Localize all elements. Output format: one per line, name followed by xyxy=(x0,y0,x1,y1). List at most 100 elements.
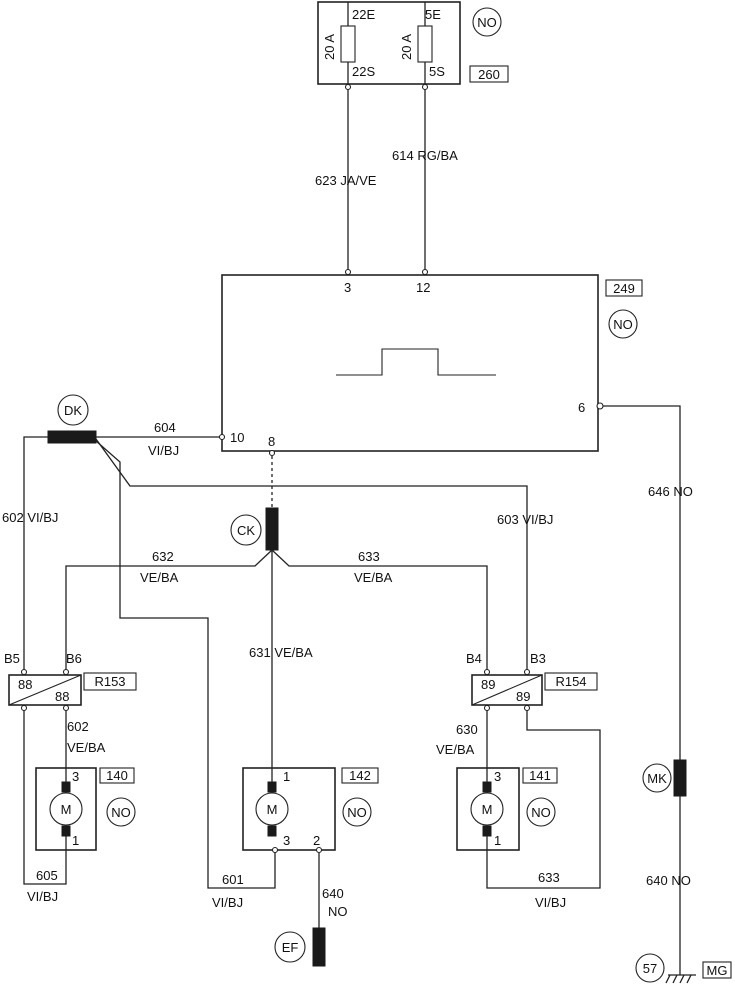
fuse2-out-pin: 5S xyxy=(429,64,445,79)
ecu-ref: 249 xyxy=(613,281,635,296)
motor-140-terminal xyxy=(61,825,71,837)
motor-140-ref: 140 xyxy=(106,768,128,783)
pin-dot xyxy=(268,449,276,457)
ground-tag-box xyxy=(702,961,732,979)
wire-602-vibj-label: 602 VI/BJ xyxy=(2,510,58,525)
wire-605-num: 605 xyxy=(36,868,58,883)
ecu-pin-8: 8 xyxy=(268,434,275,449)
motor-142-ref-tag xyxy=(341,767,379,784)
motor-141-ref: 141 xyxy=(529,768,551,783)
wire-633-color: VE/BA xyxy=(354,570,393,585)
relay-r154: B4 B3 89 89 R154 xyxy=(466,651,598,712)
fuse-box-color-circle xyxy=(472,7,502,37)
fuse2-in-pin: 5E xyxy=(425,7,441,22)
pin-dot xyxy=(483,704,491,712)
motor-142-symbol: M xyxy=(267,802,278,817)
motor-140-pin-top: 3 xyxy=(72,769,79,784)
pin-dot xyxy=(421,268,429,276)
ecu-outline xyxy=(221,274,599,452)
motor-142-terminal xyxy=(267,825,277,837)
ef-label-circle xyxy=(274,931,306,963)
motor-142-ref: 142 xyxy=(349,768,371,783)
wire-630-color: VE/BA xyxy=(436,742,475,757)
fuse-box-color: NO xyxy=(477,15,497,30)
fuse-box: 22E 5E 20 A 20 A 22S 5S NO 260 xyxy=(317,1,509,85)
motor-141-symbol: M xyxy=(482,802,493,817)
mk-label: MK xyxy=(647,771,667,786)
wire-640-ef-num: 640 xyxy=(322,886,344,901)
wire-614-label: 614 RG/BA xyxy=(392,148,458,163)
motor-141-color: NO xyxy=(531,805,551,820)
pin-dot xyxy=(20,668,28,676)
ground-symbol-icon xyxy=(665,974,696,984)
motor-141-terminal xyxy=(482,825,492,837)
motor-142-pin-top: 1 xyxy=(283,769,290,784)
ecu-color: NO xyxy=(613,317,633,332)
wire-605 xyxy=(23,710,67,885)
relay-r153-pin-b6: B6 xyxy=(66,651,82,666)
wire-632-num: 632 xyxy=(152,549,174,564)
relay-r154-diagonal xyxy=(471,674,543,706)
wire-646-label: 646 NO xyxy=(648,484,693,499)
ef-label: EF xyxy=(282,940,299,955)
dk-label-circle xyxy=(57,394,89,426)
mk-connector xyxy=(673,759,687,797)
wire-633-vibj-color: VI/BJ xyxy=(535,895,566,910)
ck-connector xyxy=(265,507,279,551)
motor-140: 3 1 M 140 NO xyxy=(35,767,136,851)
pin-dot xyxy=(271,846,279,854)
wire-640-ef-color: NO xyxy=(328,904,348,919)
ground-point: 57 xyxy=(643,961,657,976)
ecu-color-circle xyxy=(608,309,638,339)
wire-623-label: 623 JA/VE xyxy=(315,173,377,188)
motor-142-symbol-icon xyxy=(255,792,289,826)
relay-r153-ref: R153 xyxy=(94,674,125,689)
dk-label: DK xyxy=(64,403,82,418)
relay-r153-code-left: 88 xyxy=(18,677,32,692)
wire-602-vibj xyxy=(23,436,48,672)
motor-142-color: NO xyxy=(347,805,367,820)
ecu-pin-10: 10 xyxy=(230,430,244,445)
wire-602-veba-num: 602 xyxy=(67,719,89,734)
fuse-box-outline xyxy=(317,1,461,85)
ecu-pin-3: 3 xyxy=(344,280,351,295)
ecu-ref-tag xyxy=(605,279,643,297)
pin-dot xyxy=(421,83,429,91)
ck-label-circle xyxy=(230,514,262,546)
motor-142-pin-3: 3 xyxy=(283,833,290,848)
motor-142: 1 3 2 M 142 NO xyxy=(242,767,379,851)
fuse-box-ref-tag xyxy=(469,65,509,83)
wire-603-label: 603 VI/BJ xyxy=(497,512,553,527)
ecu-pin-12: 12 xyxy=(416,280,430,295)
motor-141: 3 1 M 141 NO xyxy=(456,767,558,851)
wire-640-ground-label: 640 NO xyxy=(646,873,691,888)
motor-140-terminal xyxy=(61,781,71,793)
pin-dot xyxy=(344,83,352,91)
motor-140-pin-bottom: 1 xyxy=(72,833,79,848)
motor-141-ref-tag xyxy=(522,767,558,784)
motor-141-color-circle xyxy=(526,797,556,827)
ground-tag: MG xyxy=(707,963,728,978)
motor-140-symbol: M xyxy=(61,802,72,817)
pin-dot xyxy=(62,668,70,676)
wire-630-num: 630 xyxy=(456,722,478,737)
wire-601 xyxy=(95,440,276,889)
relay-r153-pin-b5: B5 xyxy=(4,651,20,666)
ef-connector xyxy=(312,927,326,967)
wire-604-color: VI/BJ xyxy=(148,443,179,458)
wire-605-color: VI/BJ xyxy=(27,889,58,904)
pin-dot xyxy=(62,704,70,712)
relay-r154-pin-b4: B4 xyxy=(466,651,482,666)
wire-601-num: 601 xyxy=(222,872,244,887)
relay-r154-code-left: 89 xyxy=(481,677,495,692)
ck-label: CK xyxy=(237,523,255,538)
wire-631-label: 631 VE/BA xyxy=(249,645,313,660)
relay-r153-diagonal xyxy=(8,674,82,706)
fuse1-rating: 20 A xyxy=(322,34,337,60)
pin-dot xyxy=(218,433,226,441)
pin-dot xyxy=(315,846,323,854)
fuse2-rating: 20 A xyxy=(399,34,414,60)
mk-label-circle xyxy=(642,763,672,793)
wire-604-num: 604 xyxy=(154,420,176,435)
motor-141-pin-bottom: 1 xyxy=(494,833,501,848)
